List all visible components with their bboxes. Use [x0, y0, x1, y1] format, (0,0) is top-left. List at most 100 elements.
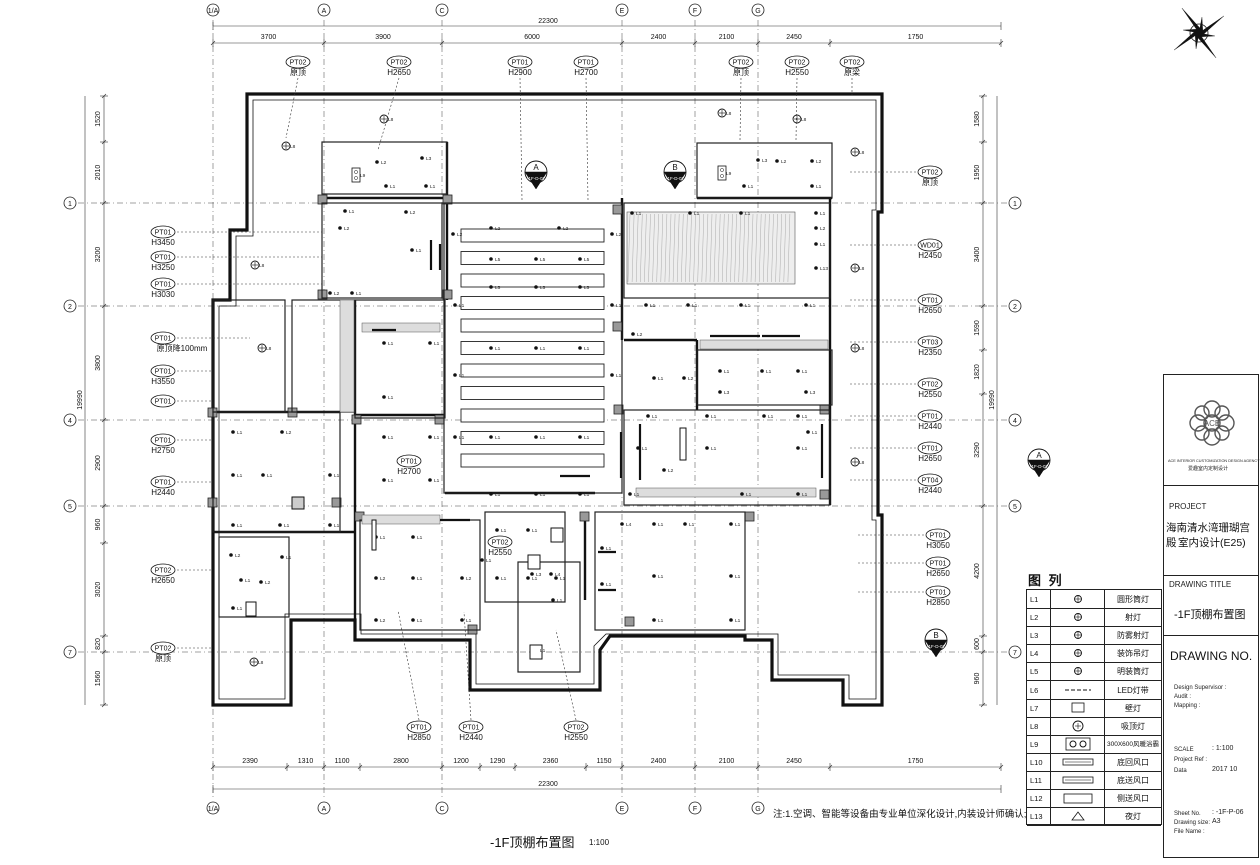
- section-mark-arrow: [524, 171, 548, 190]
- bath-heater-icon: [720, 168, 724, 172]
- light-code: L3: [536, 572, 542, 578]
- light-fixture-icon: [630, 211, 634, 215]
- dim-value: 2010: [95, 165, 102, 181]
- grid-label-col: E: [620, 806, 625, 813]
- grid-bubble-col: [688, 801, 702, 815]
- bath-heater-icon: [354, 170, 358, 174]
- right-tag-height: H2450: [918, 251, 942, 260]
- right-tag-code: PT03: [922, 340, 939, 347]
- right-tag-bubble: [917, 377, 943, 391]
- brand-line-1: ACE INTERIOR CUSTOMIZATION DESIGN AGENCY: [1168, 459, 1260, 463]
- grid-bubble-col: [615, 3, 629, 17]
- bottom-tag-leader: [555, 629, 577, 721]
- light-code: L2: [380, 618, 386, 624]
- legend-code: L11: [1027, 771, 1051, 790]
- grid-bubble-row: [63, 299, 77, 313]
- drawing-caption: -1F顶棚布置图: [490, 835, 575, 850]
- room-ceiling-outline: [484, 511, 566, 603]
- legend-name: 圆形筒灯: [1117, 595, 1149, 604]
- left-tag-bubble: [150, 563, 176, 577]
- light-fixture-icon: [382, 435, 386, 439]
- legend-name: 装饰吊灯: [1117, 649, 1149, 659]
- center-tag-height: H2700: [397, 467, 421, 476]
- light-fixture-icon: [578, 346, 582, 350]
- left-tag-code: PT01: [155, 230, 172, 237]
- compass-ray: [1198, 17, 1204, 34]
- bottom-tag-height: H2850: [407, 733, 431, 742]
- light-fixture-icon: [411, 618, 415, 622]
- light-fixture-icon: [328, 523, 332, 527]
- light-code: L1: [532, 576, 538, 582]
- top-tag-bubble: [573, 55, 599, 69]
- light-code: L3: [810, 390, 816, 396]
- light-code: L1: [802, 446, 808, 452]
- light-code: L1: [606, 582, 612, 588]
- light-fixture-icon: [489, 492, 493, 496]
- light-fixture-icon: [231, 430, 235, 434]
- scale-value: : 1:100: [1212, 745, 1234, 752]
- light-fixture-icon: [796, 446, 800, 450]
- light-code: L2: [616, 232, 622, 238]
- right-tag-height: H2440: [918, 486, 942, 495]
- dim-value: 3800: [95, 355, 102, 371]
- section-mark-letter: B: [933, 631, 938, 640]
- drawing-size-value: A3: [1212, 818, 1221, 825]
- light-code: L2: [466, 576, 472, 582]
- light-code: L8: [859, 346, 865, 352]
- dim-slash: [101, 139, 107, 145]
- light-fixture-icon: [652, 618, 656, 622]
- left-tag-code: PT01: [155, 438, 172, 445]
- legend-code: L10: [1027, 752, 1051, 772]
- light-fixture-icon: [644, 303, 648, 307]
- pendant-icon: [1051, 644, 1105, 664]
- light-code: L2: [563, 226, 569, 232]
- light-fixture-icon: [411, 535, 415, 539]
- left-tag-code: PT02: [155, 646, 172, 653]
- ceiling-slat: [460, 431, 605, 445]
- dim-slash: [101, 633, 107, 639]
- wood-grain: [746, 213, 750, 283]
- left-tag-height: H2650: [151, 576, 175, 585]
- light-fixture-icon: [705, 446, 709, 450]
- sheet-no-label: Sheet No.: [1174, 811, 1201, 817]
- light-code: L1: [434, 478, 440, 484]
- wood-grain: [709, 213, 713, 283]
- supply-vent-icon: [1051, 771, 1105, 790]
- light-code: L1: [658, 376, 664, 382]
- ace-logo-icon: ACE: [1189, 400, 1235, 446]
- legend-name: LED灯带: [1117, 685, 1149, 695]
- left-tag-code: PT01: [155, 480, 172, 487]
- light-code: L1: [237, 430, 243, 436]
- dim-slash: [980, 139, 986, 145]
- light-fixture-icon: [804, 303, 808, 307]
- legend-name: 射灯: [1125, 613, 1141, 623]
- hatch-strip: [361, 322, 441, 333]
- light-code: L8: [259, 263, 265, 269]
- wood-grain: [701, 213, 704, 283]
- right-tag-height: H2550: [918, 390, 942, 399]
- wood-grain: [636, 213, 639, 283]
- drawing-scale: 1:100: [589, 838, 610, 847]
- light-code: L1: [584, 435, 590, 441]
- light-code: L1: [501, 528, 507, 534]
- return-vent-icon: [679, 427, 687, 461]
- light-fixture-icon: [549, 572, 553, 576]
- light-code: L8: [801, 117, 807, 123]
- light-fixture-icon: [489, 346, 493, 350]
- structural-column: [442, 194, 453, 205]
- light-code: L1: [768, 414, 774, 420]
- grid-bubble-col: [206, 3, 220, 17]
- wood-grain: [759, 213, 762, 283]
- legend-code: L8: [1027, 716, 1051, 736]
- info-row: Design Supervisor : Audit : Mapping : SC…: [1164, 675, 1258, 859]
- dim-slash: [980, 649, 986, 655]
- light-fixture-icon: [578, 435, 582, 439]
- dim-total-top: 22300: [538, 18, 558, 25]
- section-mark-arrow: [663, 171, 687, 190]
- structural-column: [434, 414, 445, 425]
- left-tag-code: PT02: [155, 568, 172, 575]
- light-fixture-icon: [534, 257, 538, 261]
